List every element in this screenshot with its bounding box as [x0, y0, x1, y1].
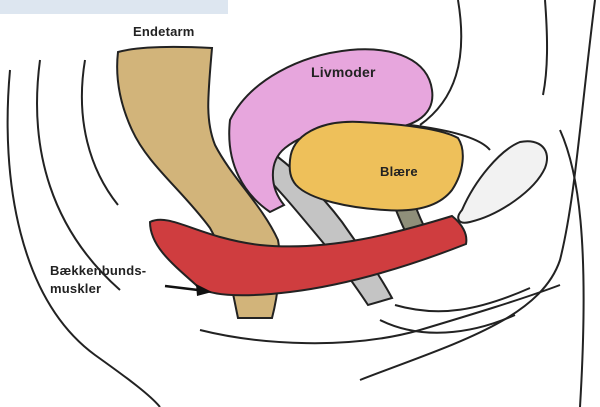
pelvic-floor-label: Bækkenbunds- muskler — [50, 262, 146, 298]
pubic-bone — [458, 141, 547, 222]
uterus-label: Livmoder — [311, 64, 376, 80]
rectum-label: Endetarm — [133, 24, 195, 39]
pelvic-floor-label-line1: Bækkenbunds- — [50, 262, 146, 280]
bladder — [290, 122, 463, 211]
pelvic-floor-muscle — [150, 216, 466, 295]
pelvic-floor-label-line2: muskler — [50, 280, 146, 298]
bladder-label: Blære — [380, 164, 418, 179]
